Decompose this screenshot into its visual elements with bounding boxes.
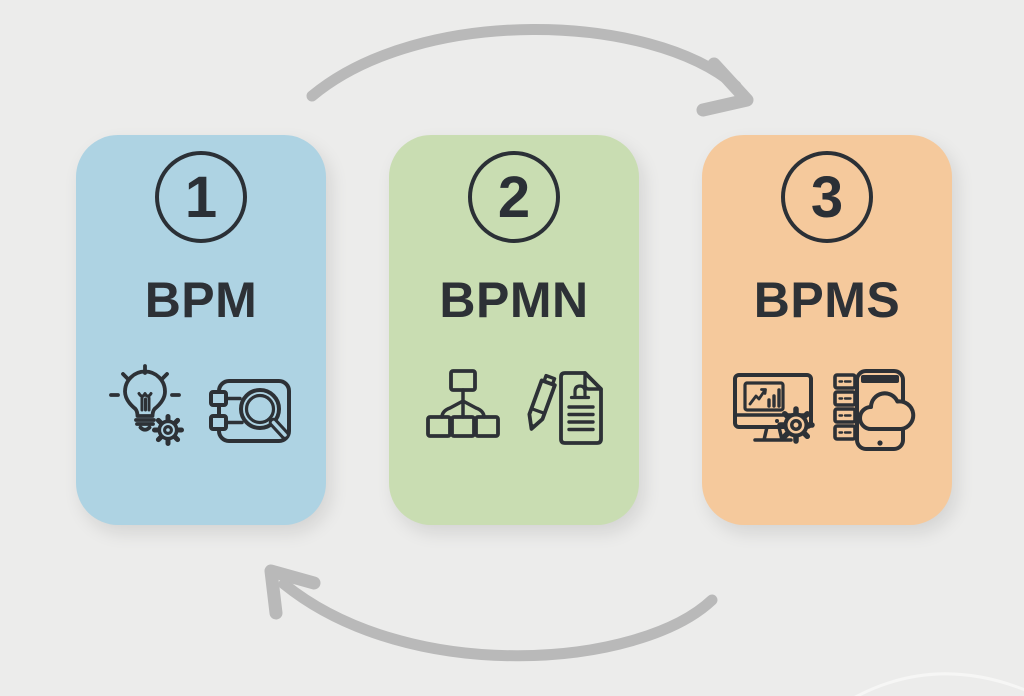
step-number-badge: 3 (781, 151, 873, 243)
card-title: BPM (144, 272, 258, 328)
step-number: 3 (810, 164, 844, 230)
monitor-gear-icon (725, 359, 825, 459)
bottom-arrow-head-icon (264, 564, 321, 620)
card-icons (99, 359, 303, 459)
step-card-bpms: 3 BPMS (702, 135, 952, 525)
background-decorative-arc (854, 672, 1024, 696)
step-number-badge: 1 (155, 151, 247, 243)
step-card-bpmn: 2 BPMN (389, 135, 639, 525)
pen-document-icon (516, 359, 616, 459)
step-number-badge: 2 (468, 151, 560, 243)
card-icons (412, 359, 616, 459)
card-title: BPMN (439, 272, 589, 328)
flowchart-icon (412, 359, 512, 459)
step-number: 2 (497, 164, 531, 230)
top-arrow-head-icon (696, 57, 754, 117)
card-icons (725, 359, 929, 459)
step-card-bpm: 1 BPM (76, 135, 326, 525)
bottom-arrow-arc (278, 578, 718, 662)
notebook-magnifier-icon (203, 359, 303, 459)
top-arrow-arc (306, 24, 742, 102)
step-number: 1 (184, 164, 218, 230)
smartphone-cloud-icon (829, 359, 929, 459)
lightbulb-gear-icon (99, 359, 199, 459)
card-title: BPMS (753, 272, 901, 328)
